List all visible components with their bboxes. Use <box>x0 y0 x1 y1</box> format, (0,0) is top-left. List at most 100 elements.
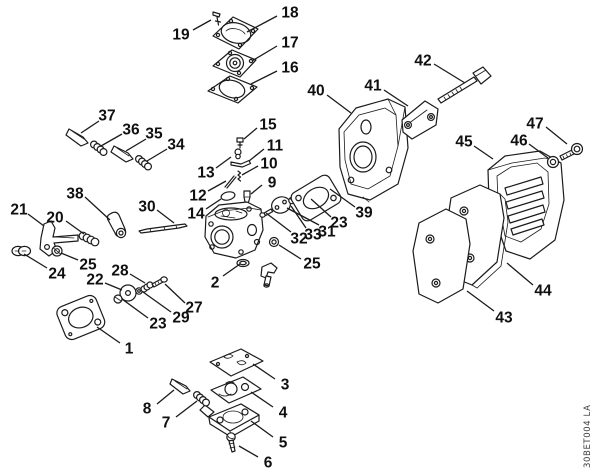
callout-23L: 23 <box>149 316 167 333</box>
callout-leader-42 <box>433 63 466 84</box>
callout-13: 13 <box>197 165 215 182</box>
callout-28: 28 <box>111 263 129 280</box>
callout-leader-1 <box>96 326 121 344</box>
callout-leader-2 <box>222 263 241 277</box>
spring-10-drawing <box>237 170 242 182</box>
callout-45: 45 <box>455 134 473 151</box>
callout-leader-6 <box>238 445 259 458</box>
callout-6: 6 <box>264 455 273 472</box>
callout-leader-7 <box>175 400 198 418</box>
elbow-connector-drawing <box>260 262 278 288</box>
callout-leader-46 <box>528 143 549 159</box>
pin-12-drawing <box>224 175 237 189</box>
callout-32: 32 <box>290 231 307 248</box>
lever-38-drawing <box>106 211 127 239</box>
callout-24: 24 <box>48 266 66 283</box>
callout-leader-25R <box>278 244 302 260</box>
callout-leader-8 <box>156 389 175 405</box>
callout-leader-17 <box>251 45 278 62</box>
callout-29: 29 <box>172 310 190 327</box>
callout-leader-43 <box>466 290 495 312</box>
callout-leader-11 <box>248 148 265 162</box>
callout-15: 15 <box>259 117 277 134</box>
clip-24-drawing <box>11 245 32 257</box>
callout-leader-18 <box>246 15 278 33</box>
callout-23R: 23 <box>330 215 348 232</box>
pump-diaphragm-4-drawing <box>210 376 262 404</box>
callout-30: 30 <box>138 199 155 216</box>
callout-20: 20 <box>46 210 63 227</box>
spring-7-drawing <box>193 391 211 407</box>
screw-19-drawing <box>212 11 222 26</box>
spring-34-drawing <box>135 155 153 171</box>
callout-leader-24 <box>23 253 48 269</box>
callout-9: 9 <box>268 175 277 192</box>
callout-leader-33 <box>290 205 307 229</box>
callout-leader-34 <box>146 148 168 162</box>
callout-17: 17 <box>281 35 298 52</box>
callout-31: 31 <box>318 224 336 241</box>
metering-lever-11-drawing <box>230 159 252 168</box>
cover-plate-18-drawing <box>212 16 259 50</box>
screw-47-drawing <box>559 142 584 161</box>
callout-leader-35 <box>125 138 147 152</box>
callout-10: 10 <box>260 156 277 173</box>
callout-leader-9 <box>250 184 263 195</box>
callout-40: 40 <box>307 83 324 100</box>
callout-leader-16 <box>250 70 278 85</box>
callout-leader-3 <box>252 363 276 380</box>
welch-plug-14-drawing <box>220 191 236 201</box>
callout-3: 3 <box>281 377 290 394</box>
screw-6-drawing <box>226 432 236 453</box>
callout-33: 33 <box>304 227 322 244</box>
callout-35: 35 <box>145 126 163 143</box>
air-housing-40-drawing <box>338 98 409 203</box>
callout-leader-41 <box>383 89 409 107</box>
callout-leader-10 <box>241 165 259 176</box>
callout-leader-37 <box>80 120 100 134</box>
callout-27: 27 <box>185 300 202 317</box>
adjusting-screw-35-drawing <box>110 145 134 163</box>
bolt-42-drawing <box>437 66 492 104</box>
washer-screw-13-drawing <box>234 148 242 160</box>
callout-leader-28 <box>129 273 146 284</box>
carburetor-body-drawing <box>204 201 264 259</box>
callout-leader-36 <box>100 133 123 147</box>
ring-25-right-drawing <box>268 236 280 248</box>
callout-leader-14 <box>205 198 222 210</box>
inlet-valve-15-drawing <box>236 137 244 149</box>
callout-7: 7 <box>162 415 171 432</box>
callout-leader-47 <box>545 126 568 145</box>
callout-leader-22 <box>104 282 123 291</box>
callout-leader-23R <box>310 198 332 218</box>
spring-36-drawing <box>89 140 108 157</box>
callout-leader-31 <box>286 207 320 226</box>
lever-21-drawing <box>39 220 79 257</box>
callout-38: 38 <box>66 186 84 203</box>
rod-30-drawing <box>138 223 188 234</box>
callout-18: 18 <box>281 5 299 22</box>
callout-leader-40 <box>326 94 352 114</box>
callout-leader-5 <box>250 420 274 438</box>
plate-41-drawing <box>401 100 439 140</box>
callout-21: 21 <box>10 202 28 219</box>
callout-leader-12 <box>207 180 227 192</box>
pump-plate-3-drawing <box>209 348 264 377</box>
callout-2: 2 <box>211 275 220 292</box>
callout-14: 14 <box>187 206 205 223</box>
callout-leader-30 <box>156 209 175 224</box>
adjusting-screw-37-drawing <box>65 128 89 147</box>
callout-25L: 25 <box>79 257 97 274</box>
cover-plate-43-drawing <box>412 208 471 304</box>
screw-32-drawing <box>259 208 274 218</box>
callout-43: 43 <box>495 310 513 327</box>
callout-leader-19 <box>192 19 212 31</box>
e-ring-25-left-drawing <box>51 245 63 257</box>
gasket-1-drawing <box>56 294 106 341</box>
callout-41: 41 <box>364 78 382 95</box>
callout-46: 46 <box>510 133 528 150</box>
callout-8: 8 <box>143 401 152 418</box>
callout-leader-44 <box>506 262 534 286</box>
